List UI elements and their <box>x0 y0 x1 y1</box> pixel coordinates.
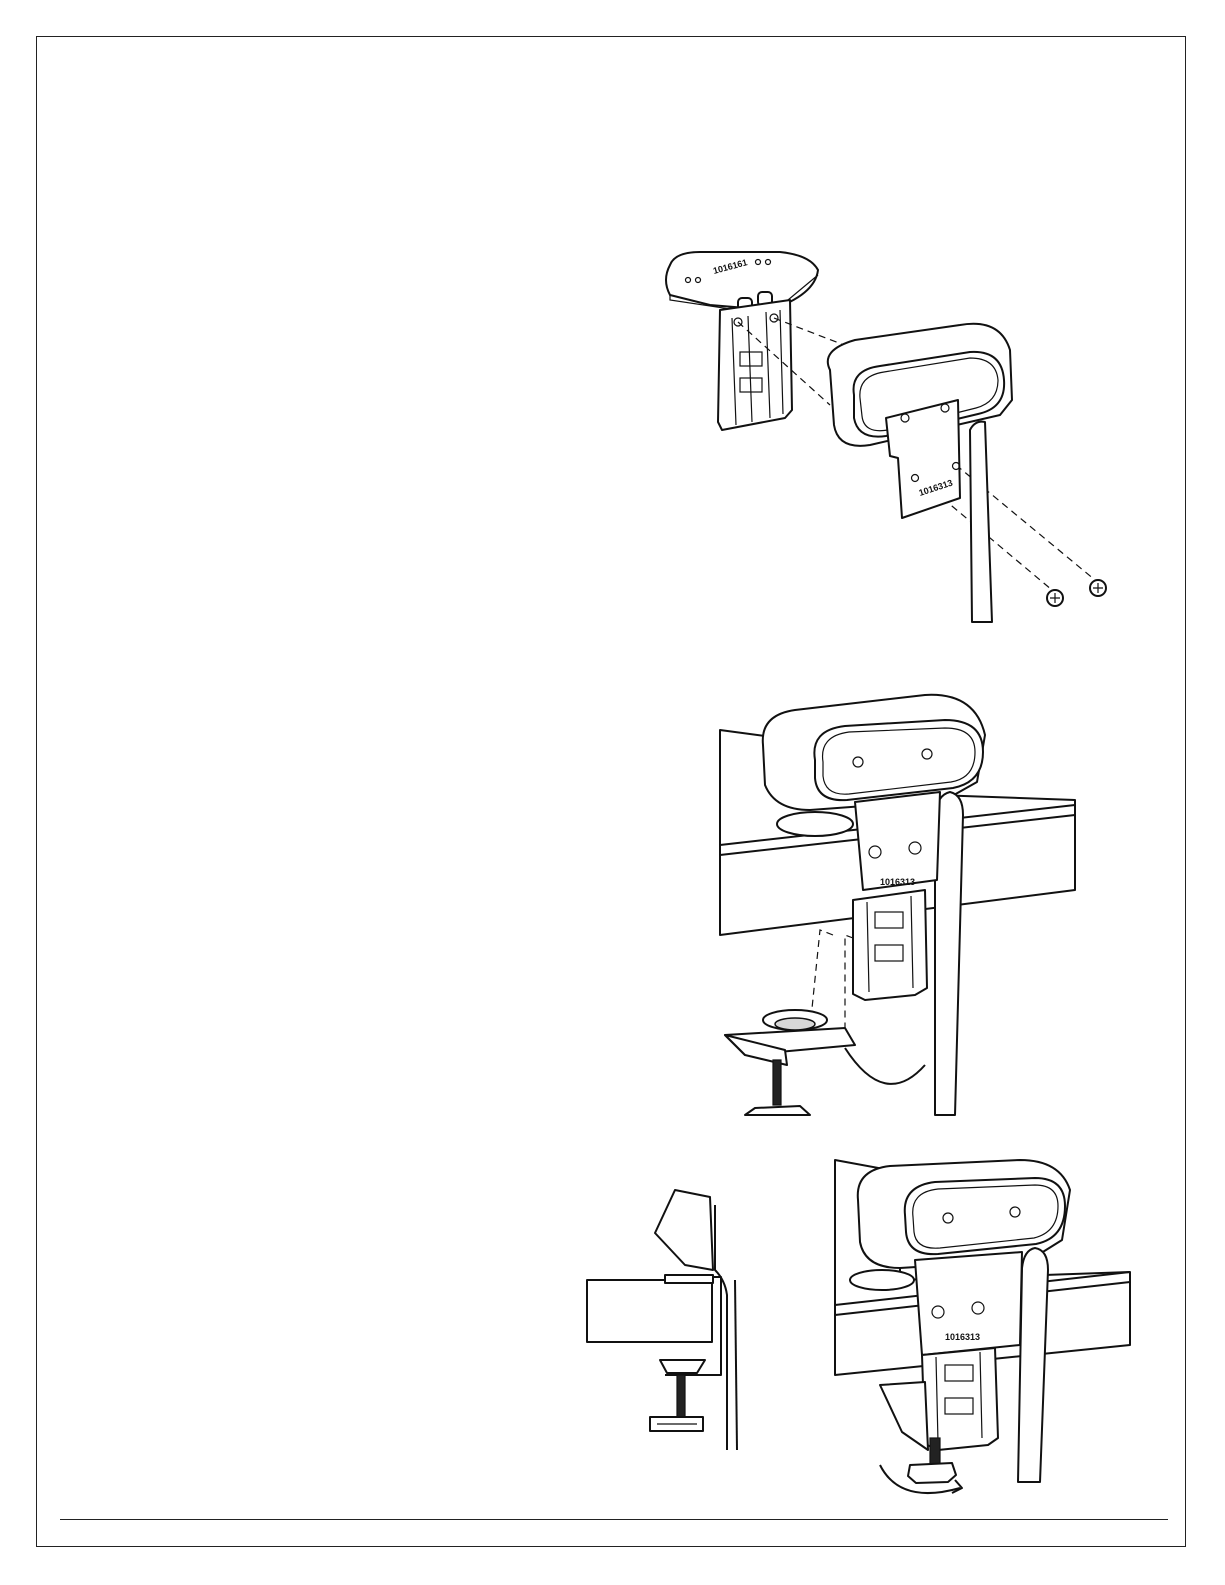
mount-vertical-bracket <box>922 1348 998 1450</box>
screw-2 <box>1090 580 1106 596</box>
mounting-plate <box>855 792 940 890</box>
mounting-plate <box>886 400 960 518</box>
camera-body <box>655 1190 713 1270</box>
desk-clamp <box>650 1360 705 1431</box>
figure-step3-tighten-clamp: 1016313 <box>830 1160 1150 1505</box>
footer-rule <box>60 1519 1168 1520</box>
camera-cable <box>970 422 992 622</box>
figure-step1-exploded-assembly: 1016161 1016313 <box>640 240 1130 630</box>
plate-part-label: 1016313 <box>945 1332 980 1342</box>
desk-surface <box>587 1280 712 1342</box>
camera-cable <box>1018 1248 1048 1482</box>
plate-part-label: 1016313 <box>880 877 915 887</box>
rotation-arrow <box>845 1048 925 1084</box>
desk-clamp <box>725 1010 855 1115</box>
figure-step2-desk-attach: 1016313 <box>715 690 1095 1120</box>
screw-1 <box>1047 590 1063 606</box>
mount-vertical-bracket <box>718 300 792 430</box>
figure-step3-side-view <box>585 1185 750 1455</box>
